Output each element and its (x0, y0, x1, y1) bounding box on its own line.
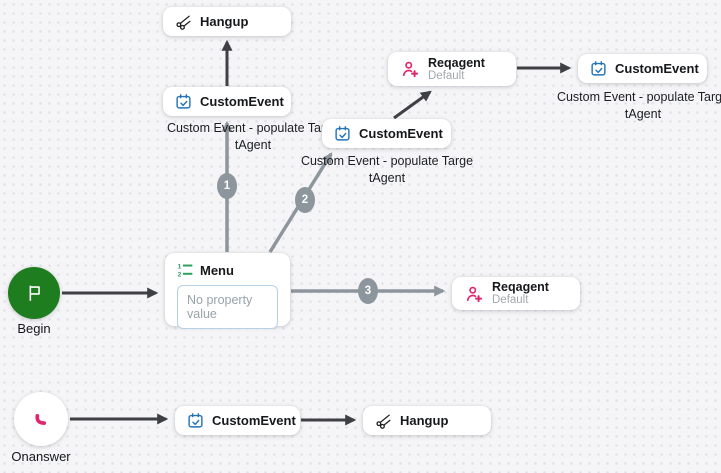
calendar-check-icon (590, 60, 607, 77)
node-title: Hangup (200, 14, 249, 29)
node-title: Reqagent (428, 55, 485, 70)
caption-customevent-top-left: Custom Event - populate Targe tAgent (166, 121, 340, 152)
calendar-check-icon (187, 412, 204, 429)
flag-icon (23, 282, 45, 304)
phone-handset-icon (30, 408, 52, 430)
node-reqagent-right[interactable]: Reqagent Default (452, 277, 580, 310)
begin-label: Begin (17, 321, 51, 336)
caption-customevent-middle: Custom Event - populate Targe tAgent (300, 154, 474, 185)
node-onanswer[interactable] (14, 392, 68, 446)
onanswer-label: Onanswer (11, 449, 71, 464)
person-add-icon (400, 59, 420, 79)
calendar-check-icon (334, 125, 351, 142)
caption-customevent-top-right: Custom Event - populate Targe tAgent (556, 90, 721, 121)
edge-badge-1: 1 (217, 173, 237, 199)
menu-property-field[interactable]: No property value (177, 285, 278, 329)
edge-customevent-middle-to-reqagent-top[interactable] (393, 90, 432, 120)
node-hangup-top[interactable]: Hangup (163, 7, 291, 36)
node-hangup-bottom[interactable]: Hangup (363, 406, 491, 435)
hangup-icon (175, 13, 192, 30)
node-customevent-middle[interactable]: CustomEvent (322, 119, 451, 148)
node-customevent-top-right[interactable]: CustomEvent (578, 54, 707, 83)
node-subtitle: Default (428, 69, 465, 82)
node-begin[interactable] (8, 267, 60, 319)
person-add-icon (464, 284, 484, 304)
node-customevent-top-left[interactable]: CustomEvent (163, 87, 291, 116)
node-title: Hangup (400, 413, 449, 428)
edge-badge-3: 3 (358, 278, 378, 304)
node-title: Reqagent (492, 280, 549, 295)
node-customevent-bottom[interactable]: CustomEvent (175, 406, 300, 435)
node-subtitle: Default (492, 294, 529, 307)
svg-text:2: 2 (178, 272, 182, 278)
node-title: Menu (200, 262, 234, 278)
node-title: CustomEvent (359, 126, 443, 141)
numbered-list-icon: 1 2 (177, 262, 193, 278)
node-title: CustomEvent (212, 413, 296, 428)
svg-text:1: 1 (178, 263, 182, 270)
node-menu[interactable]: 1 2 Menu No property value (165, 253, 290, 329)
node-title: CustomEvent (200, 94, 284, 109)
edge-badge-2: 2 (295, 187, 315, 213)
node-reqagent-top[interactable]: Reqagent Default (388, 52, 516, 86)
hangup-icon (375, 412, 392, 429)
calendar-check-icon (175, 93, 192, 110)
node-title: CustomEvent (615, 61, 699, 76)
